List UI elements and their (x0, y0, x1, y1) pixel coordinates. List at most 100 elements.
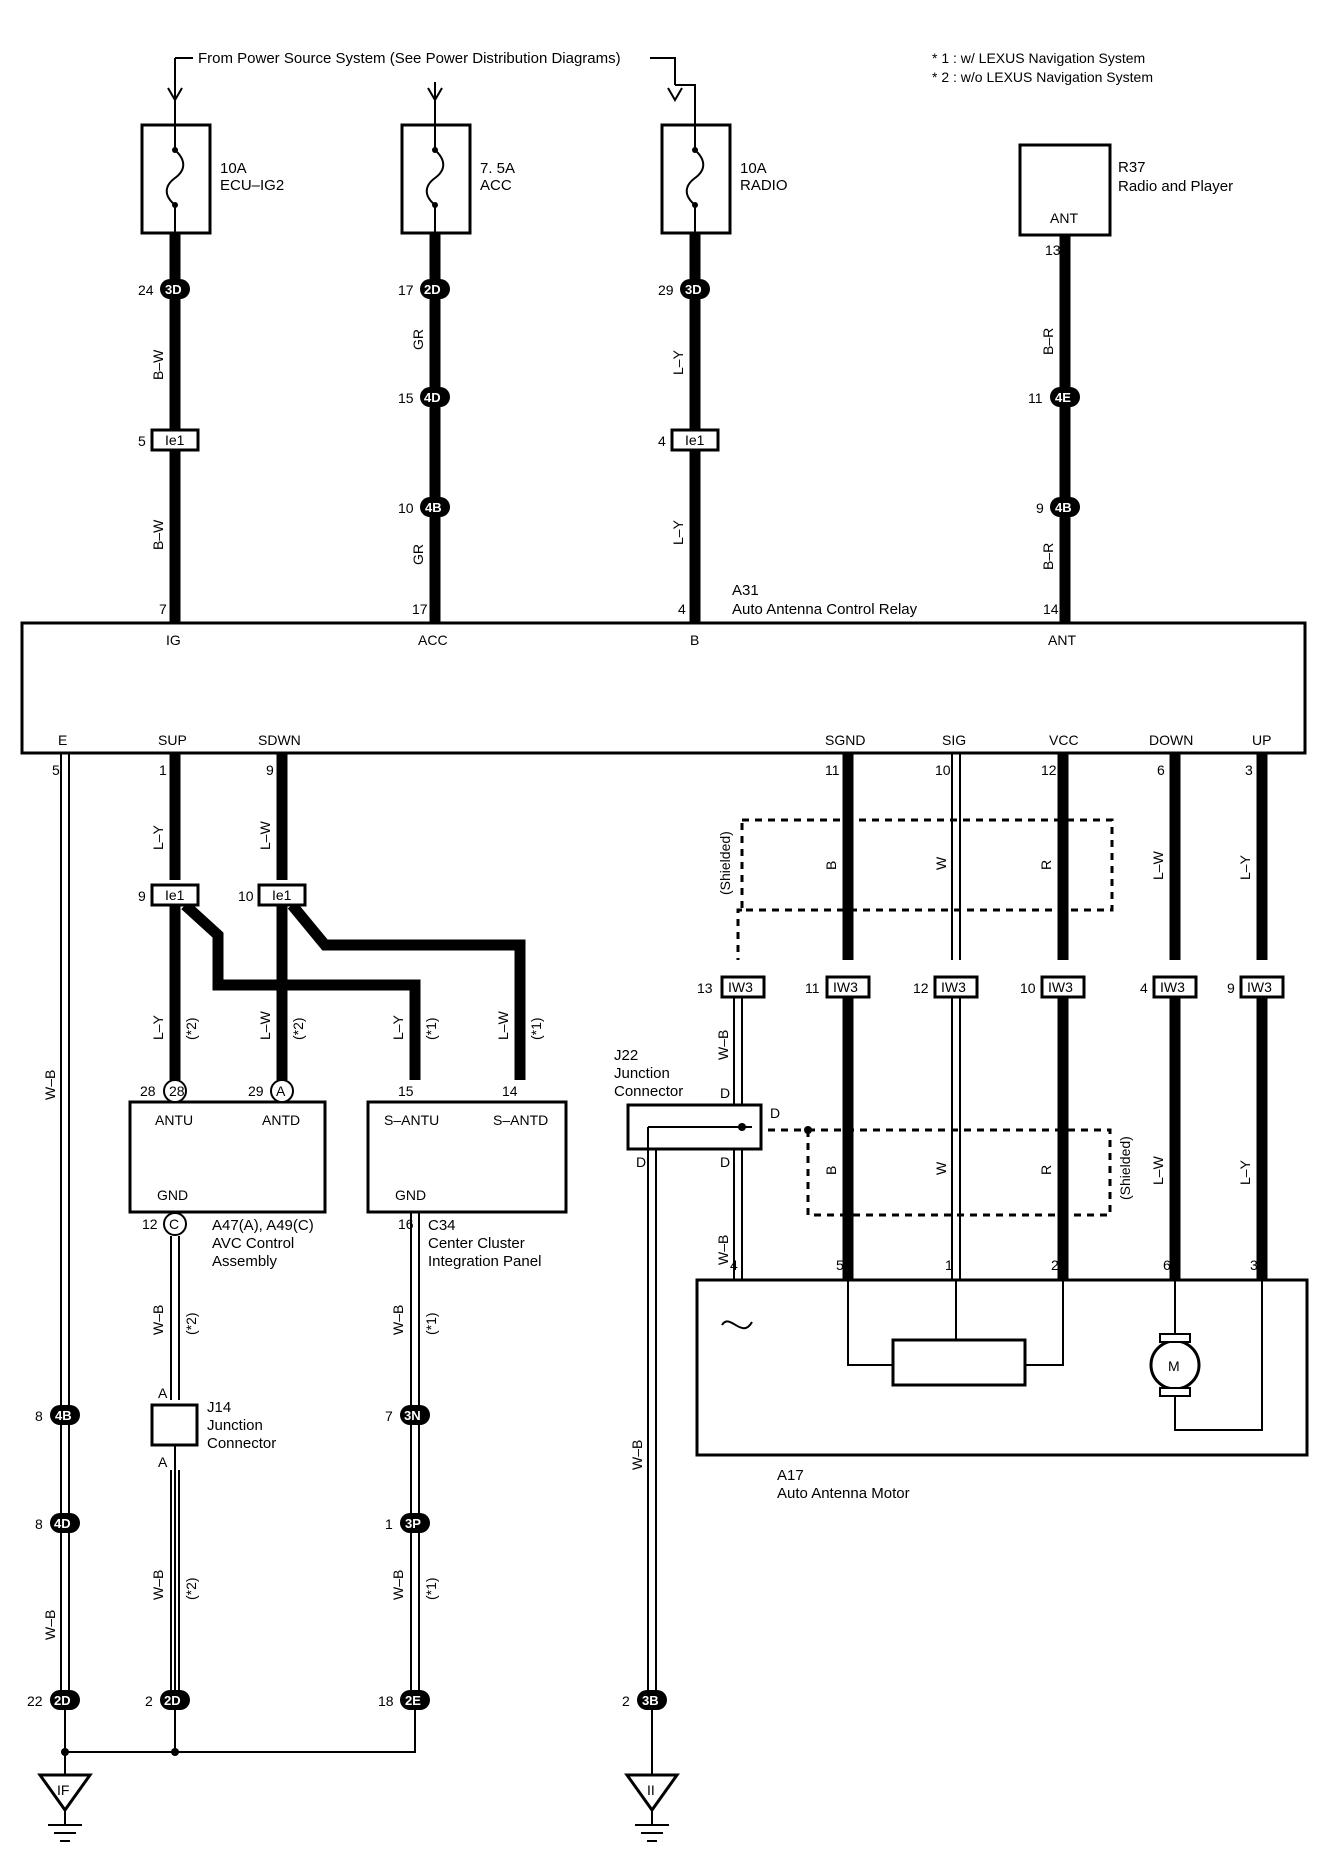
connector-2e-18: 2E 18 (378, 1690, 430, 1710)
connector-3d-29: 3D 29 (658, 279, 710, 299)
svg-text:SGND: SGND (825, 732, 865, 748)
svg-text:SDWN: SDWN (258, 732, 301, 748)
svg-text:10A: 10A (220, 160, 247, 177)
svg-text:12: 12 (913, 980, 929, 996)
svg-text:DOWN: DOWN (1149, 732, 1193, 748)
svg-text:D: D (770, 1105, 780, 1121)
svg-text:Ie1: Ie1 (165, 887, 185, 903)
svg-text:10A: 10A (740, 160, 767, 177)
svg-text:3N: 3N (404, 1408, 421, 1423)
svg-text:3B: 3B (642, 1693, 659, 1708)
svg-text:4B: 4B (55, 1408, 72, 1423)
junction-connector-j14: A A J14 Junction Connector (150, 1385, 276, 1470)
svg-text:3: 3 (1245, 762, 1253, 778)
svg-text:29: 29 (658, 282, 674, 298)
fuse-ecu-ig2: 10A ECU–IG2 (140, 100, 284, 235)
svg-text:M: M (1168, 1358, 1180, 1374)
svg-text:L–W: L–W (257, 820, 273, 850)
svg-text:2D: 2D (424, 282, 441, 297)
svg-text:IW3: IW3 (1247, 979, 1272, 995)
svg-text:7: 7 (159, 601, 167, 617)
svg-text:L–W: L–W (257, 1010, 273, 1040)
svg-text:IF: IF (57, 1782, 69, 1798)
svg-text:IW3: IW3 (1048, 979, 1073, 995)
svg-text:3D: 3D (165, 282, 182, 297)
svg-text:3: 3 (1250, 1257, 1258, 1273)
svg-text:IW3: IW3 (728, 979, 753, 995)
svg-text:IW3: IW3 (833, 979, 858, 995)
svg-text:8: 8 (35, 1516, 43, 1532)
svg-text:15: 15 (398, 1083, 414, 1099)
svg-text:W–B: W–B (150, 1570, 166, 1600)
svg-text:9: 9 (138, 888, 146, 904)
svg-text:GR: GR (410, 329, 426, 350)
svg-text:W–B: W–B (715, 1235, 731, 1265)
connector-2d-17: 2D 17 (398, 279, 450, 299)
svg-text:22: 22 (27, 1693, 43, 1709)
fuse-acc: 7. 5A ACC (400, 100, 515, 235)
connector-4d-15: 4D 15 (398, 387, 450, 407)
svg-text:(*2): (*2) (183, 1577, 199, 1600)
svg-text:B–R: B–R (1040, 543, 1056, 570)
connector-2d-22: 2D 22 (27, 1690, 80, 1710)
connector-iw3-9: IW3 9 (1227, 975, 1285, 999)
svg-text:GND: GND (395, 1187, 426, 1203)
svg-text:(*1): (*1) (423, 1577, 439, 1600)
connector-2d-2: 2D 2 (145, 1690, 190, 1710)
svg-text:13: 13 (1045, 242, 1061, 258)
svg-text:24: 24 (138, 282, 154, 298)
motor-wires: W–B W–B B W R L–W L–Y (Shielded) (715, 997, 1268, 1290)
svg-text:IG: IG (166, 632, 181, 648)
svg-text:18: 18 (378, 1693, 394, 1709)
svg-text:ANT: ANT (1048, 632, 1076, 648)
connector-ie1-10: Ie1 10 (238, 883, 307, 907)
svg-text:6: 6 (1157, 762, 1165, 778)
svg-text:AVC Control: AVC Control (212, 1235, 294, 1252)
svg-text:Connector: Connector (207, 1435, 276, 1452)
svg-text:J22: J22 (614, 1047, 638, 1064)
svg-text:L–Y: L–Y (150, 1014, 166, 1040)
svg-text:Radio and Player: Radio and Player (1118, 178, 1233, 195)
svg-text:(Shielded): (Shielded) (717, 831, 733, 895)
svg-text:4: 4 (730, 1257, 738, 1273)
svg-text:1: 1 (945, 1257, 953, 1273)
svg-text:(*2): (*2) (183, 1312, 199, 1335)
svg-text:R: R (1038, 1165, 1054, 1175)
svg-text:B: B (823, 861, 839, 870)
svg-text:IW3: IW3 (941, 979, 966, 995)
j22-ground-wire: W–B (629, 1149, 657, 1700)
svg-text:4E: 4E (1055, 390, 1071, 405)
svg-text:C34: C34 (428, 1217, 456, 1234)
svg-text:7: 7 (385, 1408, 393, 1424)
svg-text:E: E (58, 732, 67, 748)
svg-text:4B: 4B (425, 500, 442, 515)
svg-text:B–W: B–W (150, 349, 166, 380)
auto-antenna-control-relay-a31: A31 Auto Antenna Control Relay 7 17 4 14… (20, 582, 1307, 778)
svg-text:5: 5 (836, 1257, 844, 1273)
svg-text:4D: 4D (424, 390, 441, 405)
connector-ie1-4: Ie1 4 (658, 428, 720, 452)
note-2: * 2 : w/o LEXUS Navigation System (932, 69, 1153, 85)
svg-text:Junction: Junction (207, 1417, 263, 1434)
svg-text:Integration Panel: Integration Panel (428, 1253, 541, 1270)
svg-text:D: D (720, 1085, 730, 1101)
svg-text:Auto Antenna Control Relay: Auto Antenna Control Relay (732, 601, 918, 618)
connector-iw3-13: IW3 13 (697, 975, 766, 999)
svg-text:W–B: W–B (390, 1305, 406, 1335)
connector-3b-2: 3B 2 (622, 1690, 667, 1710)
svg-text:A47(A), A49(C): A47(A), A49(C) (212, 1217, 314, 1234)
svg-text:L–Y: L–Y (1237, 854, 1253, 880)
svg-text:IW3: IW3 (1160, 979, 1185, 995)
svg-text:Ie1: Ie1 (272, 887, 292, 903)
svg-text:J14: J14 (207, 1399, 231, 1416)
svg-text:L–W: L–W (1150, 1155, 1166, 1185)
svg-text:5: 5 (52, 762, 60, 778)
svg-text:10: 10 (398, 500, 414, 516)
avc-ground-wire: W–B (*2) W–B (*2) (150, 1236, 199, 1700)
svg-text:L–Y: L–Y (1237, 1159, 1253, 1185)
svg-text:1: 1 (385, 1516, 393, 1532)
svg-text:3P: 3P (405, 1516, 421, 1531)
svg-text:Ie1: Ie1 (685, 432, 705, 448)
svg-text:12: 12 (142, 1216, 158, 1232)
